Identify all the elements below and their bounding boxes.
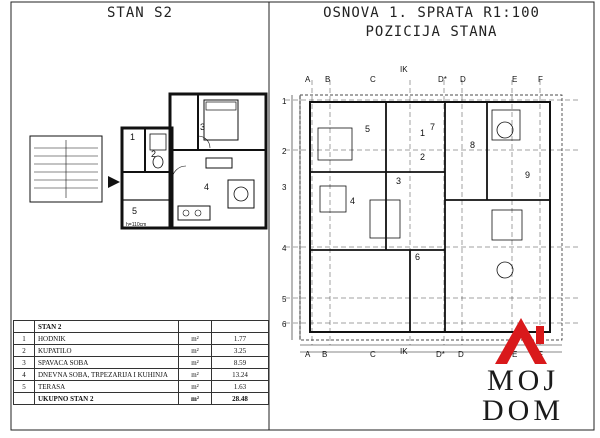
left-title: STAN S2 [106, 5, 173, 21]
axis-top-C: C [370, 75, 376, 84]
table-row: 5 TERASA m² 1.63 [13, 380, 269, 393]
axis-side-5: 5 [282, 295, 287, 304]
plan-room-5: 5 [365, 124, 370, 134]
axis-side-4: 4 [282, 244, 287, 253]
table-row: 2 KUPATILO m² 3.25 [13, 344, 269, 357]
axis-bottom-Dstar: D* [436, 350, 445, 359]
axis-top-B: B [325, 75, 330, 84]
axis-top-A: A [305, 75, 311, 84]
total-value: 28.48 [211, 392, 269, 405]
axis-top-Dstar: D* [438, 75, 447, 84]
left-room-4: 4 [204, 182, 209, 192]
axis-bottom-C: C [370, 350, 376, 359]
plan-room-8: 8 [470, 140, 475, 150]
plan-room-2: 2 [420, 152, 425, 162]
section-mark-bottom: IK [400, 347, 408, 356]
axis-side-3: 3 [282, 183, 287, 192]
axis-top-E: E [512, 75, 517, 84]
axis-bottom-E: E [512, 350, 517, 359]
axis-bottom-B: B [322, 350, 327, 359]
axis-side-2: 2 [282, 147, 287, 156]
table-title: STAN 2 [34, 320, 179, 333]
table-row: 4 DNEVNA SOBA, TRPEZARIJA I KUHINJA m² 1… [13, 368, 269, 381]
axis-side-6: 6 [282, 320, 287, 329]
axis-top-F: F [538, 75, 543, 84]
plan-room-9: 9 [525, 170, 530, 180]
table-total-row: UKUPNO STAN 2 m² 28.48 [13, 392, 269, 405]
total-unit: m² [178, 392, 212, 405]
total-label: UKUPNO STAN 2 [34, 392, 179, 405]
axis-side-1: 1 [282, 97, 287, 106]
table-row: 1 HODNIK m² 1.77 [13, 332, 269, 345]
section-mark-top: IK [400, 65, 408, 74]
axis-top-D: D [460, 75, 466, 84]
plan-room-6: 6 [415, 252, 420, 262]
plan-room-1: 1 [420, 128, 425, 138]
axis-bottom-A: A [305, 350, 311, 359]
axis-bottom-D: D [458, 350, 464, 359]
right-title-line2: POZICIJA STANA [365, 24, 498, 40]
left-room-3: 3 [200, 122, 205, 132]
table-row: 3 SPAVACA SOBA m² 8.59 [13, 356, 269, 369]
area-table: STAN 2 1 HODNIK m² 1.77 2 KUPATILO m² 3.… [13, 320, 269, 405]
left-room-5: 5 [132, 206, 137, 216]
roof-icon [495, 318, 547, 364]
terrace-height-note: h=110cm [126, 222, 146, 228]
left-room-2: 2 [151, 149, 156, 159]
plan-room-3: 3 [396, 176, 401, 186]
moj-dom-logo: MOJ DOM [463, 318, 583, 430]
plan-room-7: 7 [430, 122, 435, 132]
left-room-1: 1 [130, 132, 135, 142]
right-title-line1: OSNOVA 1. SPRATA R1:100 [323, 5, 540, 21]
logo-line-2: DOM [481, 394, 564, 427]
plan-room-4: 4 [350, 196, 355, 206]
logo-line-1: MOJ [486, 364, 559, 397]
